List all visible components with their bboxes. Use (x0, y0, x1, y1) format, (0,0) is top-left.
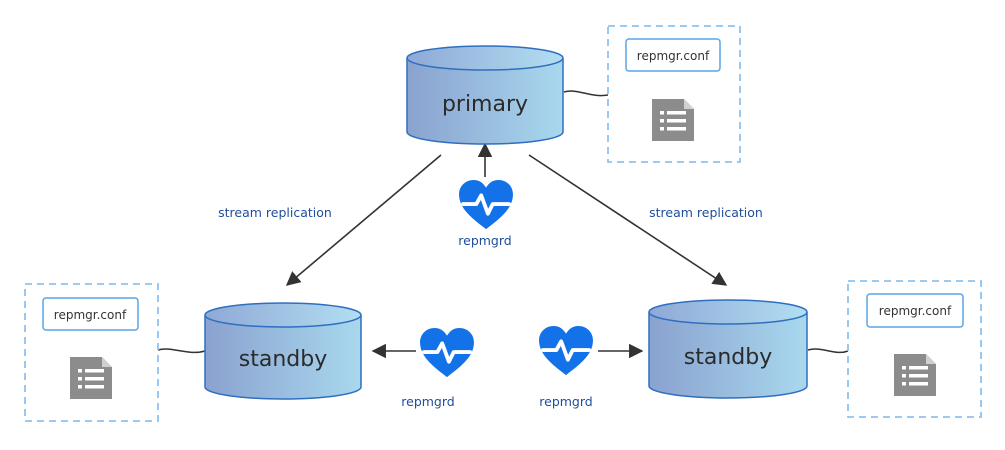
document-icon (894, 354, 936, 396)
standby-right-config-link (807, 348, 849, 354)
replication-arrow-right (528, 154, 728, 286)
standby-right-config-file-text: repmgr.conf (879, 304, 952, 318)
document-icon (652, 99, 694, 141)
replication-right-label: stream replication (649, 205, 763, 220)
primary-config-file-label (625, 38, 721, 72)
standby-left-database: standby (204, 302, 362, 400)
primary-config-link (563, 90, 609, 97)
standby-left-config-panel: repmgr.conf (24, 283, 159, 422)
heartbeat-icon (457, 179, 515, 231)
standby-right-label: standby (684, 345, 772, 370)
primary-config-file-text: repmgr.conf (637, 49, 710, 63)
standby-left-config-file-text: repmgr.conf (54, 308, 127, 322)
primary-database: primary (406, 45, 564, 145)
standby-right-config-panel: repmgr.conf (847, 280, 982, 418)
primary-label: primary (442, 92, 528, 117)
primary-config-panel: repmgr.conf (607, 25, 741, 163)
document-icon (70, 357, 112, 399)
repmgrd-right-label: repmgrd (539, 394, 592, 409)
standby-left-config-file-label (42, 297, 139, 331)
standby-right-config-file-label (866, 293, 964, 328)
standby-right-database: standby (648, 299, 808, 399)
repmgrd-primary-label: repmgrd (458, 233, 511, 248)
heartbeat-icon (418, 327, 476, 379)
heartbeat-icon (537, 325, 595, 377)
replication-left-label: stream replication (218, 205, 332, 220)
replication-arrow-left (285, 154, 442, 286)
repmgrd-left-label: repmgrd (401, 394, 454, 409)
standby-left-label: standby (239, 347, 327, 372)
standby-left-config-link (157, 348, 206, 354)
